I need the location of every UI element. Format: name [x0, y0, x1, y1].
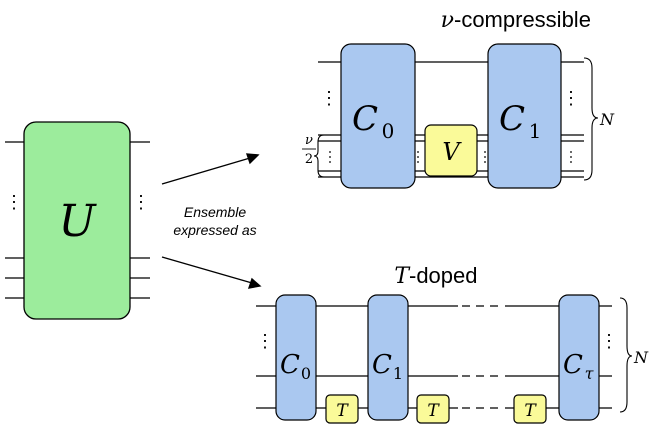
unitary-block — [23, 121, 131, 320]
compressible-left-vdots: ⋮ — [320, 88, 338, 109]
tdoped-t-gate-1 — [325, 394, 359, 424]
compressible-nu-numerator: ν — [305, 133, 313, 148]
tdoped-n-brace — [619, 297, 633, 413]
unitary-left-wires — [5, 141, 24, 299]
tdoped-right-vdots: ⋮ — [600, 331, 618, 352]
tdoped-t-gate-3-label: T — [524, 401, 537, 421]
compressible-right-vdots: ⋮ — [562, 88, 580, 109]
compressible-v-label: V — [442, 138, 462, 166]
ensemble-label-line2: expressed as — [173, 222, 256, 238]
unitary-right-wires — [130, 141, 150, 299]
compressible-c1-block — [487, 43, 562, 189]
compressible-c1-sub: 1 — [529, 119, 542, 143]
compressible-c0-main: C — [352, 99, 378, 139]
unitary-right-vdots: ⋮ — [132, 192, 150, 213]
tdoped-title-var: T — [394, 264, 411, 289]
ensemble-label-line1: Ensemble — [184, 204, 246, 220]
unitary-left-vdots: ⋮ — [5, 192, 23, 213]
tdoped-title-rest: -doped — [409, 263, 478, 288]
compressible-title-var: ν — [441, 8, 454, 33]
arrow-to-compressible — [161, 157, 251, 185]
tdoped-n-label: N — [633, 348, 649, 367]
tdoped-t-gate-2-label: T — [427, 401, 440, 421]
arrows — [161, 153, 262, 289]
arrow-head-compressible — [245, 153, 260, 165]
tdoped-c0-sub: 0 — [301, 364, 311, 383]
tdoped-c1-main: C — [372, 350, 392, 380]
compressible-circuit: ν -compressible ⋮ ⋮ ν 2 C 0 V C — [302, 7, 615, 189]
tdoped-t-gate-1-label: T — [336, 401, 349, 421]
tdoped-t-gate-2 — [416, 394, 450, 424]
tdoped-ctau-sub: τ — [585, 364, 595, 383]
tdoped-left-vdots: ⋮ — [256, 331, 274, 352]
compressible-nu-brace — [313, 134, 325, 178]
tdoped-c1-block — [367, 294, 409, 421]
compressible-title-rest: -compressible — [454, 7, 591, 32]
arrow-head-tdoped — [247, 277, 262, 289]
tdoped-ctau-main: C — [563, 350, 583, 380]
compressible-nu-denominator: 2 — [305, 152, 313, 167]
compressible-n-brace — [583, 57, 599, 181]
tdoped-circuit: T -doped ⋮ ⋮ C 0 T C 1 T — [256, 263, 649, 424]
compressible-c0-sub: 0 — [382, 119, 395, 143]
tdoped-t-gate-3 — [513, 394, 547, 424]
compressible-v-gate — [424, 124, 478, 177]
tdoped-ctau-block — [558, 294, 600, 421]
tdoped-c1-sub: 1 — [393, 364, 403, 383]
unitary-circuit: ⋮ ⋮ U — [5, 121, 150, 320]
tdoped-c0-block — [275, 294, 317, 421]
tdoped-c0-main: C — [280, 350, 300, 380]
compressible-c0-block — [340, 43, 416, 189]
compressible-c1-main: C — [499, 99, 525, 139]
unitary-symbol: U — [58, 196, 97, 247]
compressible-n-label: N — [599, 110, 615, 129]
compressible-inner-dots — [329, 151, 572, 163]
tdoped-dashed-wires — [462, 305, 502, 409]
arrow-to-tdoped — [161, 256, 253, 284]
